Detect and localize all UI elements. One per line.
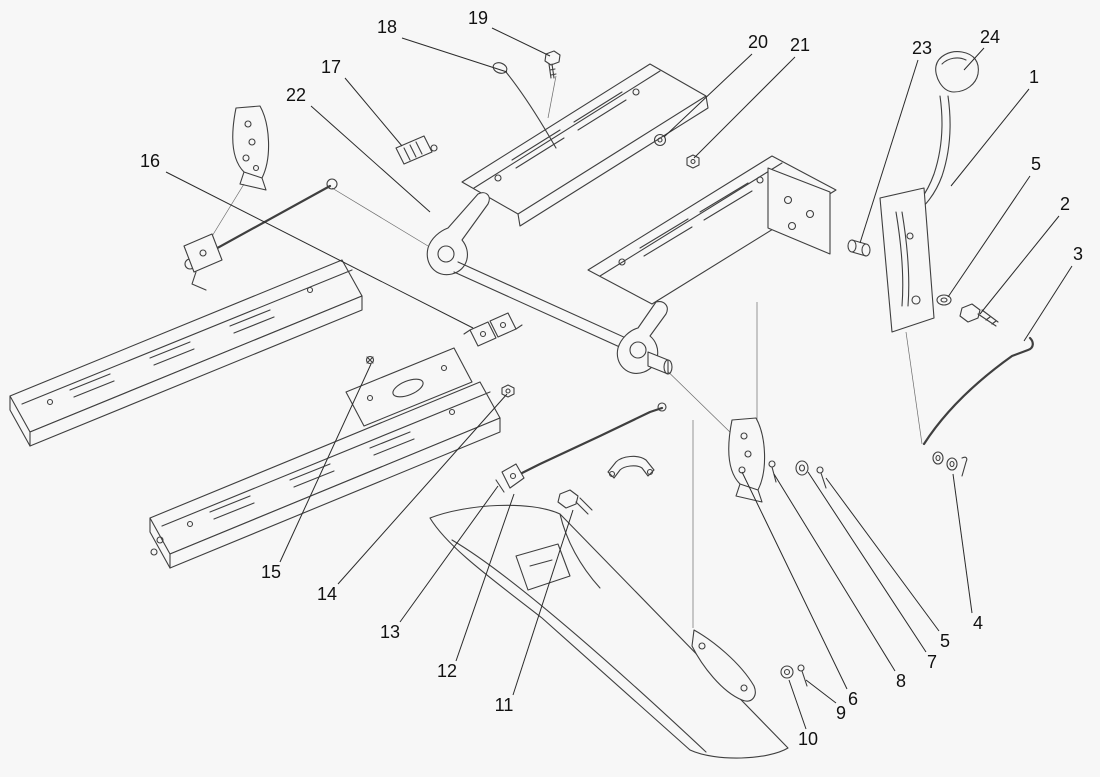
callout-label-1: 1 xyxy=(1029,67,1039,87)
callout-leader-13 xyxy=(399,485,499,623)
spring-17 xyxy=(395,135,438,165)
support-bracket-left xyxy=(232,105,270,191)
callout-label-3: 3 xyxy=(1073,244,1083,264)
callout-leader-8 xyxy=(773,473,896,672)
callout-label-8: 8 xyxy=(896,671,906,691)
callout-label-16: 16 xyxy=(140,151,160,171)
callout-label-22: 22 xyxy=(286,85,306,105)
callout-leader-22 xyxy=(310,105,431,213)
callout-label-10: 10 xyxy=(798,729,818,749)
bolt-19 xyxy=(544,50,561,79)
bolt-2 xyxy=(959,303,999,327)
axle-clamp-16 xyxy=(463,312,523,347)
rod-3 xyxy=(922,336,1034,446)
callout-leader-14 xyxy=(337,393,508,585)
callout-label-5: 5 xyxy=(1031,154,1041,174)
lever-knob xyxy=(935,51,979,93)
callout-leader-12 xyxy=(455,493,515,662)
callout-leader-1 xyxy=(950,88,1030,187)
upper-channel-front xyxy=(461,63,709,227)
support-bracket-right xyxy=(728,417,766,503)
callout-leader-23 xyxy=(859,59,919,244)
callout-label-6: 6 xyxy=(848,689,858,709)
callout-label-14: 14 xyxy=(317,584,337,604)
frame-rail-lower xyxy=(149,381,501,569)
callout-label-19: 19 xyxy=(468,8,488,28)
cable-18 xyxy=(492,62,557,149)
callout-label-2: 2 xyxy=(1060,194,1070,214)
callout-leader-20 xyxy=(663,53,753,138)
callout-leader-16 xyxy=(165,171,474,329)
pin-5-lower xyxy=(816,466,827,489)
front-link-rod xyxy=(183,178,338,291)
callout-leader-9 xyxy=(805,679,837,704)
pin-9 xyxy=(797,664,808,687)
callout-leader-15 xyxy=(279,363,372,563)
callout-leader-19 xyxy=(491,27,551,57)
callout-leader-17 xyxy=(344,77,403,147)
callout-label-4: 4 xyxy=(973,613,983,633)
callout-leader-2 xyxy=(979,215,1060,315)
upper-channel-rear xyxy=(587,155,837,305)
callout-leader-5 xyxy=(825,477,940,632)
callout-leader-4 xyxy=(952,473,973,614)
callout-leader-6 xyxy=(741,471,848,690)
nut-14 xyxy=(501,384,515,398)
callout-label-7: 7 xyxy=(927,652,937,672)
washer-10 xyxy=(780,665,794,679)
washer-pin-set-4 xyxy=(932,451,968,477)
callout-label-18: 18 xyxy=(377,17,397,37)
callout-label-13: 13 xyxy=(380,622,400,642)
pivot-arm-front xyxy=(426,192,490,276)
bolt-15 xyxy=(365,355,375,365)
callout-leader-11 xyxy=(512,509,574,696)
shift-lever xyxy=(879,95,951,333)
callout-leader-10 xyxy=(788,679,807,730)
bolt-11 xyxy=(557,489,593,515)
callout-leader-18 xyxy=(401,37,508,73)
callout-label-11: 11 xyxy=(495,695,514,715)
pivot-plate-rear xyxy=(616,301,673,375)
callout-label-15: 15 xyxy=(261,562,281,582)
washer-5-upper xyxy=(936,294,952,306)
washer-7 xyxy=(795,460,809,476)
cross-shaft xyxy=(453,261,649,359)
callout-label-20: 20 xyxy=(748,32,768,52)
cable-clamp xyxy=(607,455,655,479)
callout-label-17: 17 xyxy=(321,57,341,77)
callout-leader-5 xyxy=(947,175,1031,298)
lower-link-rod xyxy=(495,402,667,493)
callout-leader-21 xyxy=(693,56,796,159)
callout-leader-3 xyxy=(1023,265,1073,342)
callout-label-9: 9 xyxy=(836,703,846,723)
washer-20 xyxy=(653,133,667,147)
callout-label-5: 5 xyxy=(940,631,950,651)
chute-bracket xyxy=(691,629,756,702)
callout-leader-7 xyxy=(807,471,927,653)
pin-8 xyxy=(768,460,777,483)
frame-rail-upper xyxy=(9,259,363,447)
callout-label-23: 23 xyxy=(912,38,932,58)
support-plate xyxy=(345,347,473,427)
discharge-chute xyxy=(429,504,789,759)
callout-label-24: 24 xyxy=(980,27,1000,47)
callout-label-12: 12 xyxy=(437,661,457,681)
nut-21 xyxy=(686,154,700,169)
spacer-23 xyxy=(847,239,871,257)
callout-leader-24 xyxy=(963,47,985,71)
callout-label-21: 21 xyxy=(790,35,810,55)
